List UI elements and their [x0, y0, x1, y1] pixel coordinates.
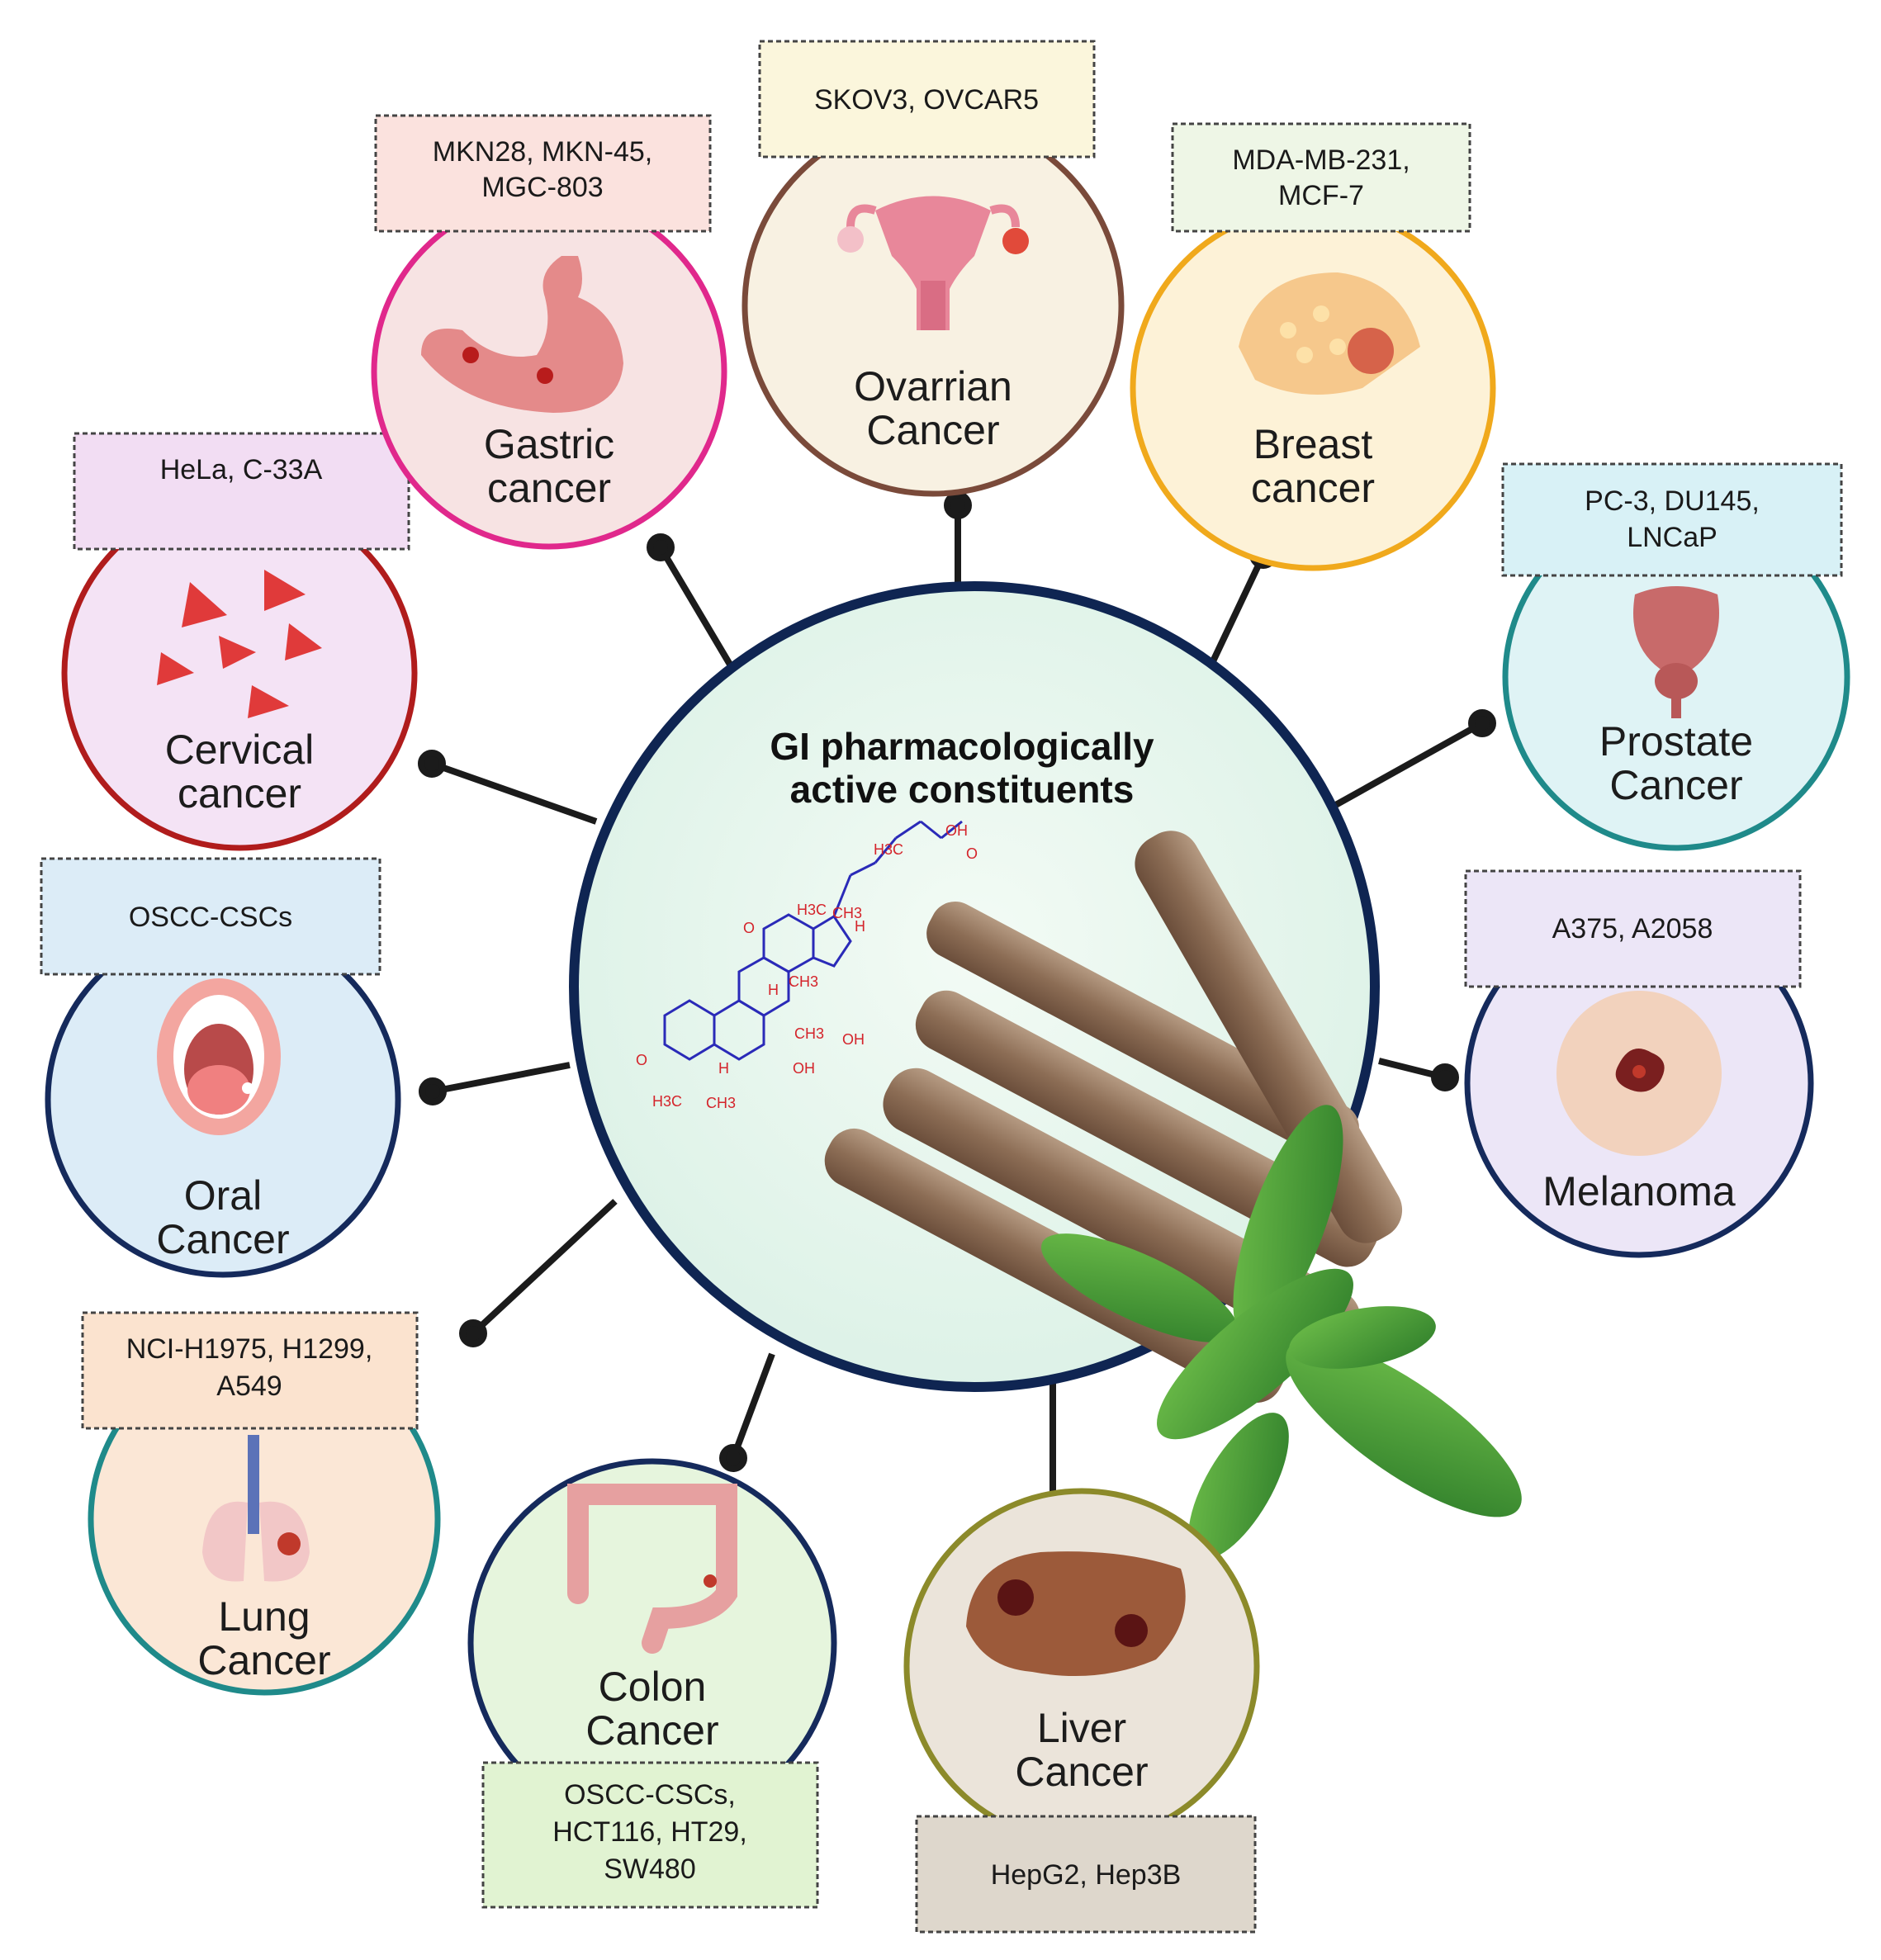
box-melanoma [1464, 869, 1802, 988]
cervical-cells-icon [157, 570, 322, 718]
chem-h-2: H [768, 982, 779, 998]
box-ovarian [758, 40, 1096, 159]
cell-lines-cervical-1: HeLa, C-33A [160, 454, 323, 485]
stomach-icon [421, 256, 623, 413]
box-colon [481, 1761, 819, 1909]
cell-lines-lung-2: A549 [216, 1371, 282, 1402]
label-colon-2: Cancer [585, 1707, 718, 1754]
colon-icon [567, 1484, 737, 1654]
cell-lines-melanoma-1: A375, A2058 [1552, 913, 1713, 944]
label-breast-1: Breast [1253, 421, 1373, 467]
box-breast [1171, 122, 1471, 233]
chem-ch3-1: CH3 [832, 905, 862, 921]
chem-ch3-2: CH3 [789, 973, 818, 990]
connector-dot-gastric [647, 533, 675, 561]
connector-dot-lung [459, 1319, 487, 1347]
chem-h-3: H [718, 1060, 729, 1077]
label-colon-1: Colon [599, 1664, 707, 1710]
label-cervical-1: Cervical [165, 727, 315, 773]
chem-oh-mid: OH [842, 1031, 865, 1048]
label-oral-1: Oral [184, 1172, 262, 1219]
cell-lines-prostate-1: PC-3, DU145, [1585, 485, 1760, 517]
connector-dot-melanoma [1431, 1063, 1459, 1091]
node-ovarian: Ovarrian Cancer SKOV3, OVCAR5 [742, 40, 1125, 497]
label-ovarian-1: Ovarrian [854, 363, 1012, 410]
center-node: GI pharmacologically active constituents… [569, 581, 1380, 1392]
connector-dot-colon [719, 1444, 747, 1472]
node-breast: Breast cancer MDA-MB-231, MCF-7 [1130, 122, 1496, 571]
label-liver-2: Cancer [1015, 1749, 1148, 1795]
label-ovarian-2: Cancer [866, 407, 999, 453]
chem-o-top: O [966, 845, 978, 862]
node-gastric: Gastric cancer MKN28, MKN-45, MGC-803 [371, 114, 727, 550]
mouth-icon [157, 978, 281, 1135]
node-melanoma: Melanoma A375, A2058 [1464, 869, 1814, 1258]
box-cervical [73, 432, 410, 551]
molecule-structure-icon [663, 820, 963, 1061]
node-lung: Lung Cancer NCI-H1975, H1299, A549 [81, 1311, 441, 1696]
center-circle [569, 581, 1380, 1392]
chem-h-1: H [855, 918, 865, 935]
box-oral [40, 857, 381, 976]
liver-icon [966, 1551, 1186, 1676]
chem-h3c-3: H3C [652, 1093, 682, 1110]
connector-dot-ovarian [944, 491, 972, 519]
node-prostate: Prostate Cancer PC-3, DU145, LNCaP [1501, 462, 1850, 851]
chem-h3c-1: H3C [874, 841, 903, 858]
molecule-labels: OH O H3C H3C CH3 O H CH3 H CH3 OH O H OH… [636, 822, 978, 1111]
label-melanoma-1: Melanoma [1542, 1168, 1736, 1214]
node-liver: Liver Cancer HepG2, Hep3B [903, 1488, 1260, 1934]
cell-lines-colon-1: OSCC-CSCs, [564, 1779, 736, 1811]
chem-o-mid: O [743, 920, 755, 936]
box-gastric [374, 114, 712, 233]
box-liver [915, 1815, 1257, 1934]
chem-oh-low: OH [793, 1060, 815, 1077]
node-colon: Colon Cancer OSCC-CSCs, HCT116, HT29, SW… [467, 1458, 837, 1909]
connector-dot-prostate [1468, 709, 1496, 737]
connector-dot-oral [419, 1077, 447, 1105]
center-title-line1: GI pharmacologically [770, 725, 1154, 768]
label-lung-1: Lung [218, 1593, 310, 1640]
chem-o-left: O [636, 1052, 647, 1068]
label-gastric-2: cancer [487, 465, 611, 511]
label-gastric-1: Gastric [484, 421, 614, 467]
melanoma-icon [1556, 991, 1722, 1156]
breast-tissue-icon [1239, 272, 1420, 395]
center-title-line2: active constituents [790, 768, 1135, 811]
prostate-icon [1633, 586, 1719, 718]
cell-lines-ovarian-1: SKOV3, OVCAR5 [814, 84, 1039, 116]
cell-lines-colon-3: SW480 [604, 1853, 696, 1885]
chem-oh-top: OH [945, 822, 968, 839]
chem-h3c-2: H3C [797, 902, 827, 918]
lungs-icon [202, 1435, 310, 1582]
cell-lines-liver-1: HepG2, Hep3B [991, 1859, 1182, 1891]
label-lung-2: Cancer [197, 1637, 330, 1683]
label-cervical-2: cancer [178, 770, 301, 817]
cell-lines-lung-1: NCI-H1975, H1299, [126, 1333, 373, 1365]
box-prostate [1501, 462, 1843, 577]
cell-lines-gastric-2: MGC-803 [481, 172, 603, 203]
cell-lines-oral-1: OSCC-CSCs [129, 902, 292, 933]
cell-lines-prostate-2: LNCaP [1627, 522, 1718, 553]
label-oral-2: Cancer [156, 1216, 289, 1262]
cell-lines-breast-1: MDA-MB-231, [1232, 144, 1410, 176]
licorice-root-icon [824, 831, 1522, 1560]
label-breast-2: cancer [1251, 465, 1375, 511]
chem-ch3-4: CH3 [706, 1095, 736, 1111]
chem-ch3-3: CH3 [794, 1025, 824, 1042]
node-cervical: Cervical cancer HeLa, C-33A [61, 432, 418, 851]
cell-lines-gastric-1: MKN28, MKN-45, [433, 136, 652, 168]
cell-lines-breast-2: MCF-7 [1278, 180, 1364, 211]
node-oral: Oral Cancer OSCC-CSCs [40, 857, 401, 1278]
label-prostate-2: Cancer [1609, 762, 1742, 808]
cell-lines-colon-2: HCT116, HT29, [552, 1816, 747, 1848]
box-lung [81, 1311, 419, 1430]
connector-dot-cervical [418, 750, 446, 778]
uterus-icon [837, 196, 1029, 330]
label-liver-1: Liver [1037, 1705, 1126, 1751]
label-prostate-1: Prostate [1599, 718, 1753, 765]
